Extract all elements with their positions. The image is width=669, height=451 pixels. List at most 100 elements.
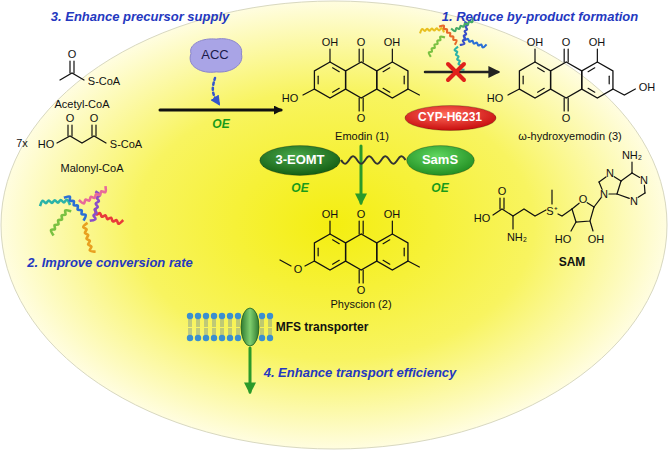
bond-line xyxy=(594,198,601,207)
bond-line xyxy=(638,193,645,197)
carbonyl-bond xyxy=(363,270,364,283)
atom-label: OH xyxy=(322,209,339,220)
atom-label: O xyxy=(357,37,366,48)
lipid-tail xyxy=(231,319,232,327)
step-heading: 2. Improve conversion rate xyxy=(27,256,192,269)
structure-label: MFS transporter xyxy=(276,321,369,333)
enzyme-name: SamS xyxy=(422,153,458,167)
bond-line xyxy=(572,203,579,209)
carbonyl-bond xyxy=(568,98,569,111)
hydroxyl-bond xyxy=(392,49,393,62)
bond-line xyxy=(503,198,504,209)
bond-line xyxy=(571,222,576,231)
lipid-tail xyxy=(191,319,192,327)
lipid-tail xyxy=(269,328,270,335)
block-cross xyxy=(448,64,464,80)
carbonyl-bond xyxy=(568,49,569,62)
bond-line xyxy=(91,125,92,136)
atom-label: O xyxy=(357,113,366,124)
lipid-head xyxy=(203,335,209,341)
protein-helix xyxy=(439,25,456,44)
double-bond xyxy=(404,248,405,256)
bond-line xyxy=(609,193,617,194)
double-bond xyxy=(588,88,595,92)
lipid-tail xyxy=(197,319,198,327)
lipid-head xyxy=(219,313,225,319)
export-arrow xyxy=(249,348,252,392)
atom-label: OH xyxy=(527,37,544,48)
ring-bond xyxy=(551,62,582,98)
carbonyl-bond xyxy=(359,221,360,234)
lipid-tail xyxy=(239,328,240,335)
bond-line xyxy=(631,162,632,173)
atom-label: HO xyxy=(474,213,491,224)
omt-protein-illustration xyxy=(40,186,123,252)
overexpression-tag: OE xyxy=(291,182,308,194)
lipid-head xyxy=(227,313,233,319)
enzyme-name: CYP-H6231 xyxy=(418,111,482,124)
double-bond xyxy=(538,88,545,92)
atom-label: S-CoA xyxy=(110,139,142,150)
structures xyxy=(40,17,645,392)
step-heading: 1. Reduce by-product formation xyxy=(442,10,638,23)
double-bond xyxy=(404,76,405,84)
compound-name: Emodin (1) xyxy=(335,131,389,142)
atom-label: S-CoA xyxy=(88,76,120,87)
lipid-tail xyxy=(271,328,272,335)
bond-line xyxy=(73,61,74,73)
hydroxyl-bond xyxy=(508,89,519,95)
atom-label: O xyxy=(562,37,571,48)
atom-label: OH xyxy=(639,82,656,93)
double-bond xyxy=(318,76,319,84)
lipid-head xyxy=(267,335,273,341)
atom-label: OH xyxy=(322,37,339,48)
bond-line xyxy=(572,207,594,222)
atom-label: HO xyxy=(487,93,504,104)
lipid-tail xyxy=(261,319,262,327)
bond-line xyxy=(499,198,500,209)
lipid-head xyxy=(227,335,233,341)
bond-line xyxy=(67,125,68,136)
protein-helix xyxy=(420,28,444,33)
activation-arrow xyxy=(213,78,219,104)
carbonyl-bond xyxy=(359,270,360,283)
ellipse-shape xyxy=(404,106,495,131)
ring-bond xyxy=(314,62,345,98)
lipid-tail xyxy=(223,328,224,335)
hydroxyl-bond xyxy=(392,221,393,234)
double-bond xyxy=(333,240,340,244)
hydroxyl-bond xyxy=(303,89,314,95)
lipid-tail xyxy=(237,319,238,327)
atom-label: HO xyxy=(282,93,299,104)
lipid-tail xyxy=(261,328,262,335)
lipid-tail xyxy=(197,328,198,335)
hydroxyl-bond xyxy=(597,49,598,62)
lipid-tail xyxy=(205,328,206,335)
bond-line xyxy=(644,185,646,193)
lipid-tail xyxy=(207,319,208,327)
compound-name: ω-hydroxyemodin (3) xyxy=(518,131,621,142)
bond-line xyxy=(57,136,106,143)
protein-helix xyxy=(83,223,95,252)
atom-label: O xyxy=(579,194,588,205)
atom-label: O xyxy=(294,264,303,275)
compound-name: 7x xyxy=(16,138,28,149)
lipid-tail xyxy=(221,319,222,327)
step-heading: 4. Enhance transport efficiency xyxy=(264,366,457,379)
enzyme-name: 3-EOMT xyxy=(275,153,324,167)
lipid-tail xyxy=(189,319,190,327)
lipid-tail xyxy=(237,328,238,335)
blob-shape xyxy=(190,38,242,72)
carbonyl-bond xyxy=(363,98,364,111)
lipid-tail xyxy=(223,319,224,327)
carbonyl-bond xyxy=(363,49,364,62)
atom-label: OH xyxy=(384,37,401,48)
double-bond xyxy=(588,68,595,72)
cyp-protein-illustration xyxy=(420,17,487,69)
methyl-bond xyxy=(408,89,419,95)
methyl-bond xyxy=(408,261,419,267)
protein-helix xyxy=(64,196,86,220)
lipid-head xyxy=(195,313,201,319)
